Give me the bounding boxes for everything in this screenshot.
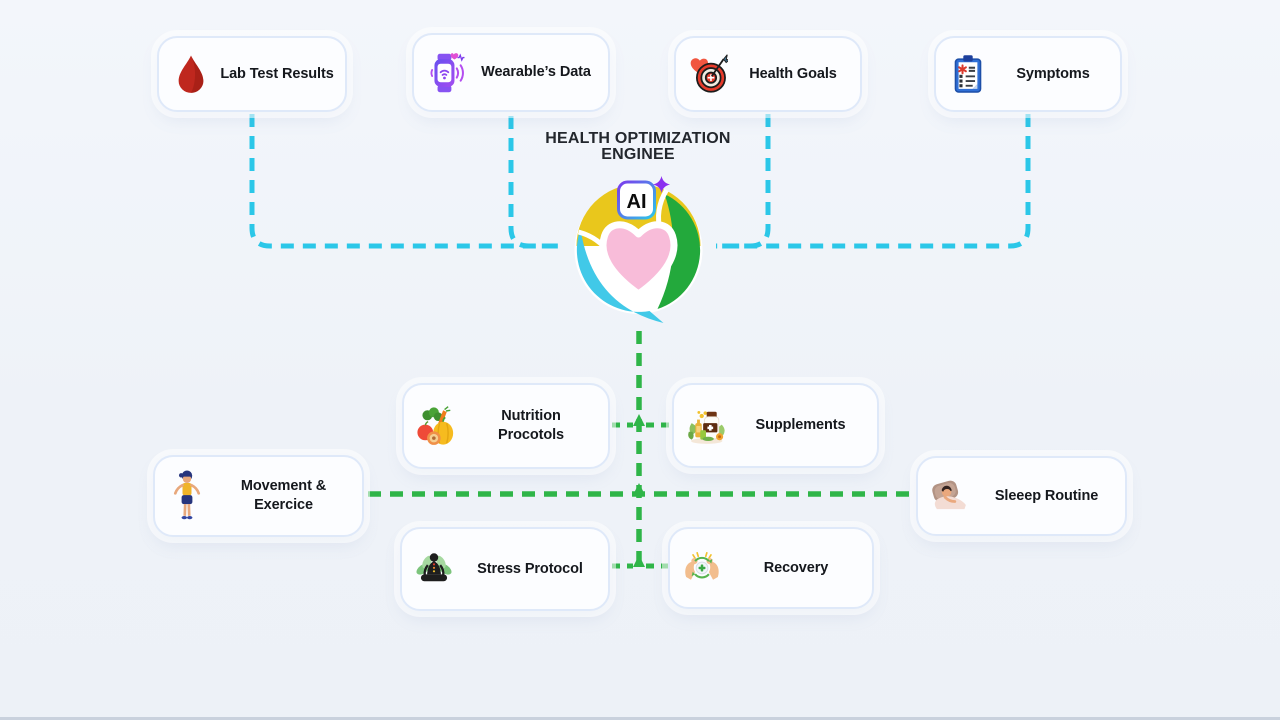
card-label: Nutrition Procotols — [498, 408, 564, 443]
supplement-bottles-icon — [686, 403, 726, 449]
card-label: Wearable’s Data — [481, 64, 591, 81]
jump-rope-icon — [167, 468, 207, 524]
ai-badge-label: AI — [627, 191, 647, 213]
sparkle-icon — [653, 176, 670, 193]
connector-lab-to-engine — [249, 114, 560, 249]
connector-symptoms-to-engine — [716, 114, 1031, 249]
card-lab-test-results: Lab Test Results — [157, 36, 347, 112]
fruits-vegetables-icon — [416, 402, 456, 450]
card-label: Health Goals — [749, 65, 837, 82]
card-wearables-data: Wearable’s Data — [412, 33, 610, 112]
junction-arrows — [633, 414, 645, 567]
card-symptoms: Symptoms — [934, 36, 1122, 112]
meditation-icon — [414, 546, 454, 592]
card-label: Sleeep Routine — [994, 487, 1099, 504]
card-recovery: Recovery — [668, 527, 874, 609]
muscle-recovery-icon — [682, 546, 722, 590]
card-label: Recovery — [763, 559, 829, 576]
card-supplements: Supplements — [672, 383, 879, 468]
card-label: Symptoms — [1016, 65, 1090, 82]
card-health-goals: Health Goals — [674, 36, 862, 112]
connector-wearable-to-engine — [508, 116, 560, 249]
card-label: Stress Protocol — [477, 560, 583, 577]
logo-cyan-segment — [576, 229, 664, 323]
heart-target-icon — [688, 52, 728, 96]
blood-drop-icon — [171, 52, 211, 96]
logo-heart — [599, 221, 678, 298]
card-nutrition-protocols: Nutrition Procotols — [402, 383, 610, 469]
card-sleep-routine: Sleeep Routine — [916, 456, 1127, 536]
medical-clipboard-icon — [948, 52, 988, 96]
ai-badge — [617, 180, 656, 220]
logo-green-segment — [657, 194, 701, 309]
card-stress-protocol: Stress Protocol — [400, 527, 610, 611]
card-label: Lab Test Results — [220, 65, 334, 82]
smartwatch-icon — [426, 50, 466, 96]
engine-title: HEALTH OPTIMIZATION ENGINEE — [545, 130, 731, 163]
ai-heart-engine-logo: AI — [574, 176, 703, 323]
card-movement-exercise: Movement & Exercice — [153, 455, 364, 537]
sleeping-person-icon — [930, 474, 970, 518]
card-label: Supplements — [755, 417, 846, 434]
card-label: Movement & Exercice — [240, 478, 327, 513]
